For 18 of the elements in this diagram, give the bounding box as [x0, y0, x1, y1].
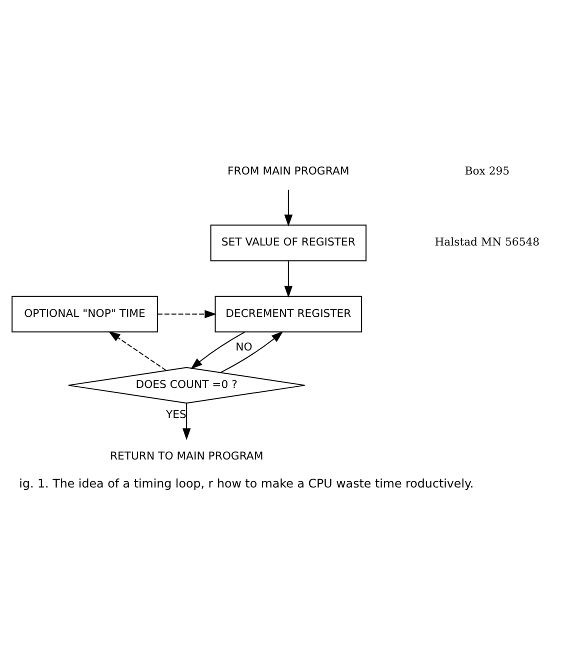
arrow	[220, 331, 284, 373]
label: Halstad MN 56548	[434, 236, 540, 249]
arrow	[190, 332, 246, 370]
node-diamond: DOES COUNT =0 ?	[68, 367, 306, 404]
arrow	[157, 310, 217, 318]
node-text: RETURN TO MAIN PROGRAM	[110, 449, 264, 462]
arrow	[108, 331, 167, 371]
node-box: SET VALUE OF REGISTER	[210, 224, 367, 262]
arrow	[182, 402, 191, 440]
arrow	[284, 189, 293, 227]
node-box: DECREMENT REGISTER	[214, 296, 362, 332]
label: Box 295	[464, 164, 510, 178]
node-text: FROM MAIN PROGRAM	[228, 164, 350, 178]
arrow	[284, 260, 293, 298]
caption: ig. 1. The idea of a timing loop, r how to make a CPU waste time roductively.	[19, 476, 474, 491]
node-box: OPTIONAL "NOP" TIME	[12, 296, 158, 332]
edge-label: YES	[166, 408, 186, 421]
edge-label: NO	[236, 340, 252, 354]
